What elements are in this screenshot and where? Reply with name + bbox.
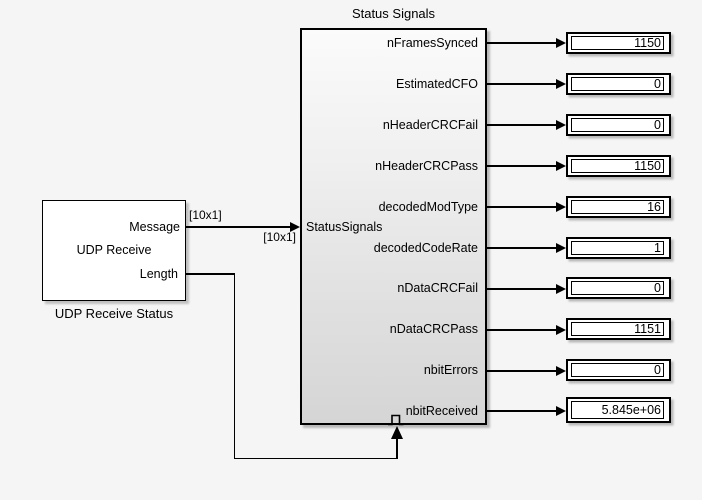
signal-line-decodedcoderate[interactable] — [487, 247, 557, 249]
display-value: 0 — [571, 281, 664, 295]
display-decodedcoderate[interactable]: 1 — [566, 237, 671, 259]
signal-dimension-label-top: [10x1] — [189, 208, 222, 222]
arrowhead-nbiterrors — [556, 366, 566, 376]
display-value: 1150 — [571, 159, 664, 173]
port-label-ndatacrcpass: nDataCRCPass — [389, 322, 478, 336]
display-estimatedcfo[interactable]: 0 — [566, 73, 671, 95]
signal-dimension-label-bottom: [10x1] — [263, 230, 296, 244]
display-ndatacrcpass[interactable]: 1151 — [566, 318, 671, 340]
signal-line-ndatacrcpass[interactable] — [487, 329, 557, 331]
status-signals-block-title: Status Signals — [351, 6, 436, 21]
display-decodedmodtype[interactable]: 16 — [566, 196, 671, 218]
display-value: 0 — [571, 118, 664, 132]
signal-line-length-seg1[interactable] — [186, 273, 235, 275]
display-value: 0 — [571, 363, 664, 377]
display-nheadercrcfail[interactable]: 0 — [566, 114, 671, 136]
arrowhead-nbitreceived — [556, 406, 566, 416]
signal-line-nbitreceived[interactable] — [487, 410, 557, 412]
port-label-estimatedcfo: EstimatedCFO — [396, 77, 478, 91]
display-value: 16 — [571, 200, 664, 214]
arrowhead-decodedmodtype — [556, 202, 566, 212]
status-signals-block[interactable] — [300, 28, 487, 425]
port-label-nframessynced: nFramesSynced — [386, 36, 478, 50]
arrowhead-nheadercrcpass — [556, 161, 566, 171]
display-nframessynced[interactable]: 1150 — [566, 32, 671, 54]
signal-line-length-seg2[interactable] — [233, 273, 235, 459]
signal-line-estimatedcfo[interactable] — [487, 83, 557, 85]
arrowhead-nframessynced — [556, 38, 566, 48]
trigger-pulse-icon — [388, 414, 404, 426]
display-value: 1 — [571, 241, 664, 255]
signal-line-nheadercrcfail[interactable] — [487, 124, 557, 126]
display-nheadercrcpass[interactable]: 1150 — [566, 155, 671, 177]
signal-line-ndatacrcfail[interactable] — [487, 288, 557, 290]
signal-line-length-seg4[interactable] — [396, 438, 398, 459]
port-label-decodedcoderate: decodedCodeRate — [373, 241, 478, 255]
port-label-ndatacrcfail: nDataCRCFail — [397, 281, 478, 295]
signal-line-decodedmodtype[interactable] — [487, 206, 557, 208]
arrowhead-message — [290, 222, 300, 232]
udp-receive-block[interactable] — [42, 200, 186, 301]
arrowhead-nheadercrcfail — [556, 120, 566, 130]
display-value: 5.845e+06 — [571, 401, 664, 419]
display-nbitreceived[interactable]: 5.845e+06 — [566, 397, 671, 423]
udp-out-port-message: Message — [129, 220, 180, 234]
input-port-label-statussignals: StatusSignals — [306, 220, 383, 234]
display-nbiterrors[interactable]: 0 — [566, 359, 671, 381]
udp-out-port-length: Length — [139, 267, 178, 281]
display-value: 1151 — [571, 322, 664, 336]
arrowhead-trigger — [391, 426, 403, 439]
arrowhead-estimatedcfo — [556, 79, 566, 89]
signal-line-length-seg3[interactable] — [233, 457, 398, 459]
arrowhead-ndatacrcfail — [556, 284, 566, 294]
port-label-decodedmodtype: decodedModType — [378, 200, 478, 214]
display-ndatacrcfail[interactable]: 0 — [566, 277, 671, 299]
udp-receive-block-name: UDP Receive — [76, 243, 152, 257]
arrowhead-decodedcoderate — [556, 243, 566, 253]
port-label-nbitreceived: nbitReceived — [405, 404, 478, 418]
signal-line-nbiterrors[interactable] — [487, 370, 557, 372]
port-label-nheadercrcfail: nHeaderCRCFail — [382, 118, 478, 132]
port-label-nheadercrcpass: nHeaderCRCPass — [375, 159, 478, 173]
arrowhead-ndatacrcpass — [556, 325, 566, 335]
display-value: 0 — [571, 77, 664, 91]
udp-receive-block-caption: UDP Receive Status — [54, 306, 174, 321]
signal-line-nframessynced[interactable] — [487, 42, 557, 44]
port-label-nbiterrors: nbitErrors — [423, 363, 478, 377]
signal-line-nheadercrcpass[interactable] — [487, 165, 557, 167]
display-value: 1150 — [571, 36, 664, 50]
signal-line-message[interactable] — [186, 226, 291, 228]
